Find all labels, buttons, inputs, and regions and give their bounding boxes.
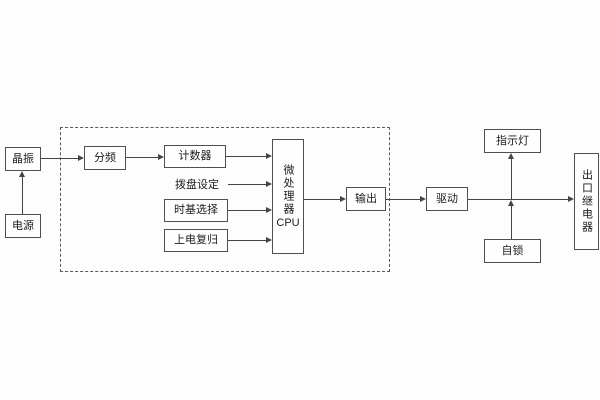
connector-drive-relay: [468, 199, 568, 200]
cpu-sub-label: CPU: [276, 216, 300, 229]
connector-cpu-output: [304, 199, 340, 200]
arrowhead-right-output: [340, 196, 346, 202]
arrowhead-right-cpu-2: [266, 181, 272, 187]
connector-dial-cpu: [228, 184, 266, 185]
block-counter: 计数器: [164, 145, 226, 168]
connector-crystal-divider: [41, 158, 78, 159]
block-frequency-divider: 分频: [84, 146, 126, 170]
arrowhead-right-relay: [568, 196, 574, 202]
connector-divider-counter: [126, 157, 158, 158]
arrowhead-up-crystal: [19, 171, 25, 177]
arrowhead-up-junction: [508, 200, 514, 206]
connector-power-crystal: [22, 177, 23, 214]
label-dial-setting: 拨盘设定: [175, 179, 219, 191]
block-outlet-relay: 出口继电器: [574, 153, 599, 250]
connector-output-drive: [386, 199, 420, 200]
arrowhead-right-drive: [420, 196, 426, 202]
connector-reset-cpu: [228, 240, 266, 241]
arrowhead-up-indicator: [508, 153, 514, 159]
block-indicator-lamp: 指示灯: [484, 129, 541, 153]
connector-timebase-cpu: [228, 210, 266, 211]
block-power-supply: 电源: [5, 214, 41, 238]
block-drive: 驱动: [426, 187, 468, 211]
connector-selflock-junction: [511, 206, 512, 239]
arrowhead-right-counter: [158, 154, 164, 160]
connector-counter-cpu: [226, 156, 266, 157]
block-self-lock: 自锁: [484, 239, 541, 263]
connector-junction-indicator: [511, 159, 512, 199]
cpu-vertical-label: 微处理器: [282, 163, 295, 216]
arrowhead-right-divider: [78, 155, 84, 161]
arrowhead-right-cpu-4: [266, 237, 272, 243]
block-output: 输出: [346, 187, 386, 211]
block-timebase-select: 时基选择: [164, 199, 228, 222]
block-power-on-reset: 上电复归: [164, 229, 228, 252]
block-cpu: 微处理器 CPU: [272, 139, 304, 254]
arrowhead-right-cpu-3: [266, 207, 272, 213]
arrowhead-right-cpu-1: [266, 153, 272, 159]
outlet-relay-vertical-label: 出口继电器: [580, 169, 593, 234]
block-crystal-oscillator: 晶振: [5, 147, 41, 171]
